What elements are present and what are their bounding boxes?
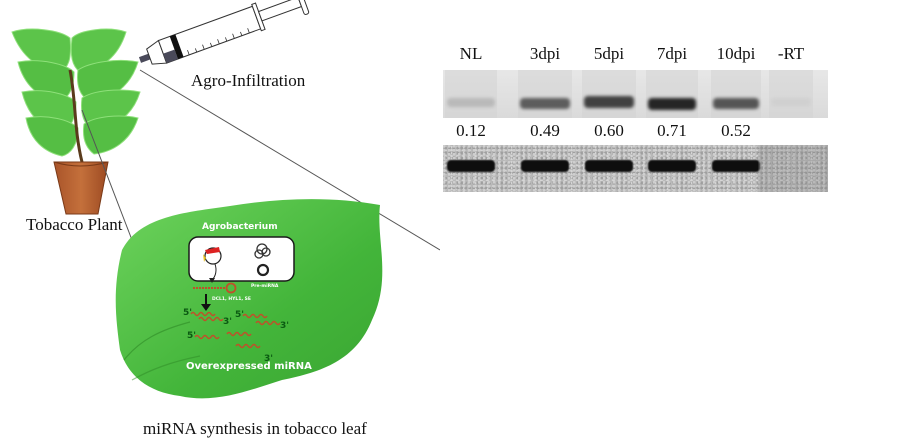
five-prime-label-2: 5' xyxy=(235,310,245,320)
loading-control-band xyxy=(712,160,760,172)
gel-lane xyxy=(445,70,497,118)
loading-control-band xyxy=(585,160,633,172)
plasmid-ring-icon xyxy=(256,263,270,277)
target-band xyxy=(447,98,495,107)
gel-loading-control-panel xyxy=(443,145,828,192)
leaf-inset xyxy=(115,199,383,399)
lane-label: 10dpi xyxy=(716,44,756,63)
agrobacterium-title: Agrobacterium xyxy=(202,222,278,232)
lane-quantification: 0.71 xyxy=(657,121,687,140)
lane-quantification: 0.12 xyxy=(456,121,486,140)
enzymes-label: DCL1, HYL1, SE xyxy=(212,297,251,302)
pre-mirna-label: Pre-miRNA xyxy=(251,284,279,289)
lane-quantification: 0.60 xyxy=(594,121,624,140)
gel-lane xyxy=(518,70,572,118)
mirna-duplexes xyxy=(190,311,281,349)
gel-lane xyxy=(769,70,813,118)
figure-caption: miRNA synthesis in tobacco leaf xyxy=(143,419,367,438)
lane-label: 5dpi xyxy=(593,44,625,63)
target-band xyxy=(520,98,570,109)
illustration xyxy=(11,0,440,399)
lane-label: -RT xyxy=(777,44,805,63)
lane-label: 3dpi xyxy=(529,44,561,63)
five-prime-label-3: 5' xyxy=(187,331,197,341)
tobacco-plant-icon xyxy=(11,28,141,215)
gel-lane xyxy=(582,70,636,118)
gel-target-panel xyxy=(443,70,828,118)
zoom-line-lower xyxy=(81,109,133,241)
tobacco-plant-label: Tobacco Plant xyxy=(26,215,123,234)
lane-quantification: 0.49 xyxy=(530,121,560,140)
pre-mirna-hairpin-icon xyxy=(225,282,237,294)
agro-infiltration-label: Agro-Infiltration xyxy=(191,71,306,90)
target-band xyxy=(771,98,811,107)
arrow-down-icon xyxy=(201,304,211,311)
gel-lane xyxy=(646,70,698,118)
zoom-line-upper xyxy=(139,69,440,251)
syringe-icon xyxy=(138,0,310,65)
loading-control-band xyxy=(648,160,696,172)
five-prime-label-1: 5' xyxy=(183,308,193,318)
three-prime-label-2: 3' xyxy=(280,321,290,331)
lane-label: 7dpi xyxy=(656,44,688,63)
lane-label: NL xyxy=(459,44,483,63)
target-band xyxy=(648,98,696,111)
gel-lane xyxy=(711,70,761,118)
lane-quantification: 0.52 xyxy=(721,121,751,140)
rt-lane-background xyxy=(758,145,828,192)
loading-control-band xyxy=(521,160,569,172)
loading-control-band xyxy=(447,160,495,172)
three-prime-label-3: 3' xyxy=(264,354,274,364)
target-band xyxy=(713,98,759,110)
target-band xyxy=(584,96,634,108)
three-prime-label-1: 3' xyxy=(223,317,233,327)
overexpressed-mirna-label: Overexpressed miRNA xyxy=(186,361,312,372)
